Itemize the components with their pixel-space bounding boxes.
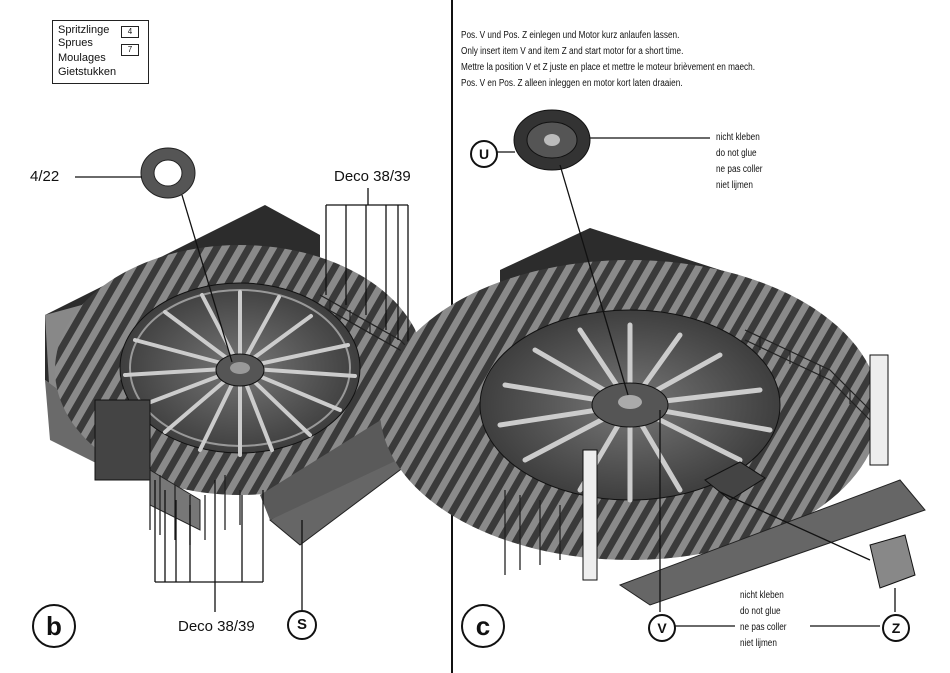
part-badge-u: U [470,140,498,168]
label-deco-bottom: Deco 38/39 [178,618,255,635]
instruction-nl: Pos. V en Pos. Z alleen inleggen en moto… [461,78,683,89]
motor-gear-part [513,109,591,171]
sprue-line-nl: Gietstukken [58,66,117,78]
no-glue-en: do not glue [740,606,781,617]
sprue-line-de: Spritzlinge [58,24,110,36]
ride-model-b [45,205,441,546]
instruction-fr: Mettre la position V et Z juste en place… [461,62,755,73]
part-badge-z: Z [882,614,910,642]
label-deco-top: Deco 38/39 [334,168,411,185]
no-glue-en: do not glue [716,148,757,159]
no-glue-fr: ne pas coller [716,164,763,175]
step-badge-c: c [461,604,505,648]
no-glue-note-bottom: nicht kleben do not glue ne pas coller n… [740,588,797,652]
instruction-de: Pos. V und Pos. Z einlegen und Motor kur… [461,30,680,41]
sprue-count-a: 4 [121,26,139,38]
no-glue-nl: niet lijmen [740,638,777,649]
assembly-instructions: Pos. V und Pos. Z einlegen und Motor kur… [461,28,820,92]
no-glue-de: nicht kleben [716,132,760,143]
no-glue-note-top: nicht kleben do not glue ne pas coller n… [716,130,773,194]
instruction-en: Only insert item V and item Z and start … [461,46,684,57]
label-ring-part: 4/22 [30,168,60,185]
no-glue-fr: ne pas coller [740,622,787,633]
sprue-line-en: Sprues [58,37,93,49]
no-glue-de: nicht kleben [740,590,784,601]
sprue-legend: Spritzlinge Sprues Moulages Gietstukken … [52,20,149,84]
no-glue-nl: niet lijmen [716,180,753,191]
sprue-line-fr: Moulages [58,52,106,64]
ride-model-c [380,228,926,606]
part-badge-s: S [287,610,317,640]
sprue-count-b: 7 [121,44,139,56]
part-badge-v: V [648,614,676,642]
step-badge-b: b [32,604,76,648]
small-part-z [869,534,916,589]
